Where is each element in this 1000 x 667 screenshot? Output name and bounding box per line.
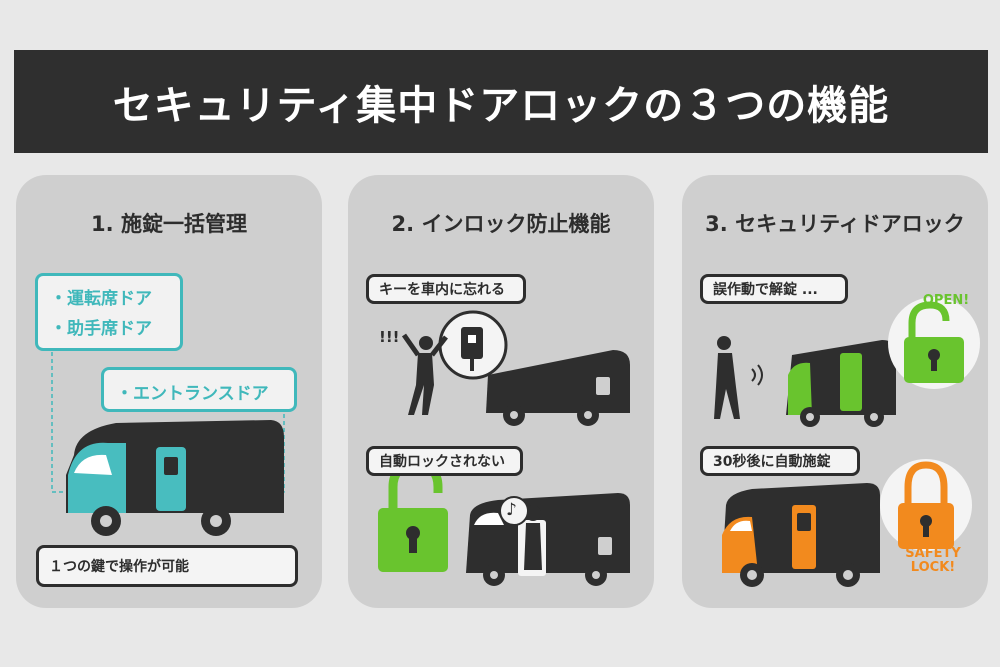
- panel-lock-management: 1. 施錠一括管理 ・運転席ドア ・助手席ドア ・エントランスドア １つの鍵で操…: [16, 175, 322, 608]
- title-banner: セキュリティ集中ドアロックの３つの機能: [14, 50, 988, 153]
- callout-text: 30秒後に自動施錠: [713, 454, 831, 470]
- panel-heading: 2. インロック防止機能: [391, 212, 611, 236]
- inlock-illustration: [378, 310, 630, 586]
- caption-one-key: １つの鍵で操作が可能: [36, 545, 298, 587]
- panel-heading: 1. 施錠一括管理: [91, 212, 247, 236]
- callout-false-unlock: 誤作動で解錠 ...: [700, 274, 848, 304]
- exclamation-marks: !!!: [379, 328, 400, 346]
- callout-autolock-30s: 30秒後に自動施錠: [700, 446, 860, 476]
- badge-safety-label: SAFETY: [905, 546, 961, 561]
- callout-text: 自動ロックされない: [379, 454, 505, 470]
- security-illustration: [714, 297, 980, 587]
- page-title: セキュリティ集中ドアロックの３つの機能: [112, 82, 890, 129]
- door-entrance-label: ・エントランスドア: [116, 384, 269, 404]
- badge-safety-lock: SAFETY LOCK!: [898, 547, 968, 575]
- entrance-door-box: ・エントランスドア: [101, 367, 297, 412]
- badge-lock-label: LOCK!: [910, 560, 956, 575]
- callout-no-autolock: 自動ロックされない: [366, 446, 523, 476]
- callout-key-forgotten: キーを車内に忘れる: [366, 274, 526, 304]
- door-driver-label: ・運転席ドア: [50, 289, 152, 309]
- badge-open-label: OPEN!: [922, 293, 970, 308]
- panel-security-lock: 3. セキュリティドアロック 誤作動で解錠 ... OPEN!: [682, 175, 988, 608]
- caption-text: １つの鍵で操作が可能: [49, 559, 189, 575]
- panel-inlock-prevention: 2. インロック防止機能 キーを車内に忘れる !!! 自: [348, 175, 654, 608]
- callout-text: 誤作動で解錠 ...: [713, 282, 818, 298]
- door-passenger-label: ・助手席ドア: [50, 319, 152, 339]
- front-doors-box: ・運転席ドア ・助手席ドア: [35, 273, 183, 351]
- panel-heading: 3. セキュリティドアロック: [705, 212, 965, 236]
- callout-text: キーを車内に忘れる: [379, 282, 505, 298]
- music-note-icon: ♪: [506, 500, 517, 520]
